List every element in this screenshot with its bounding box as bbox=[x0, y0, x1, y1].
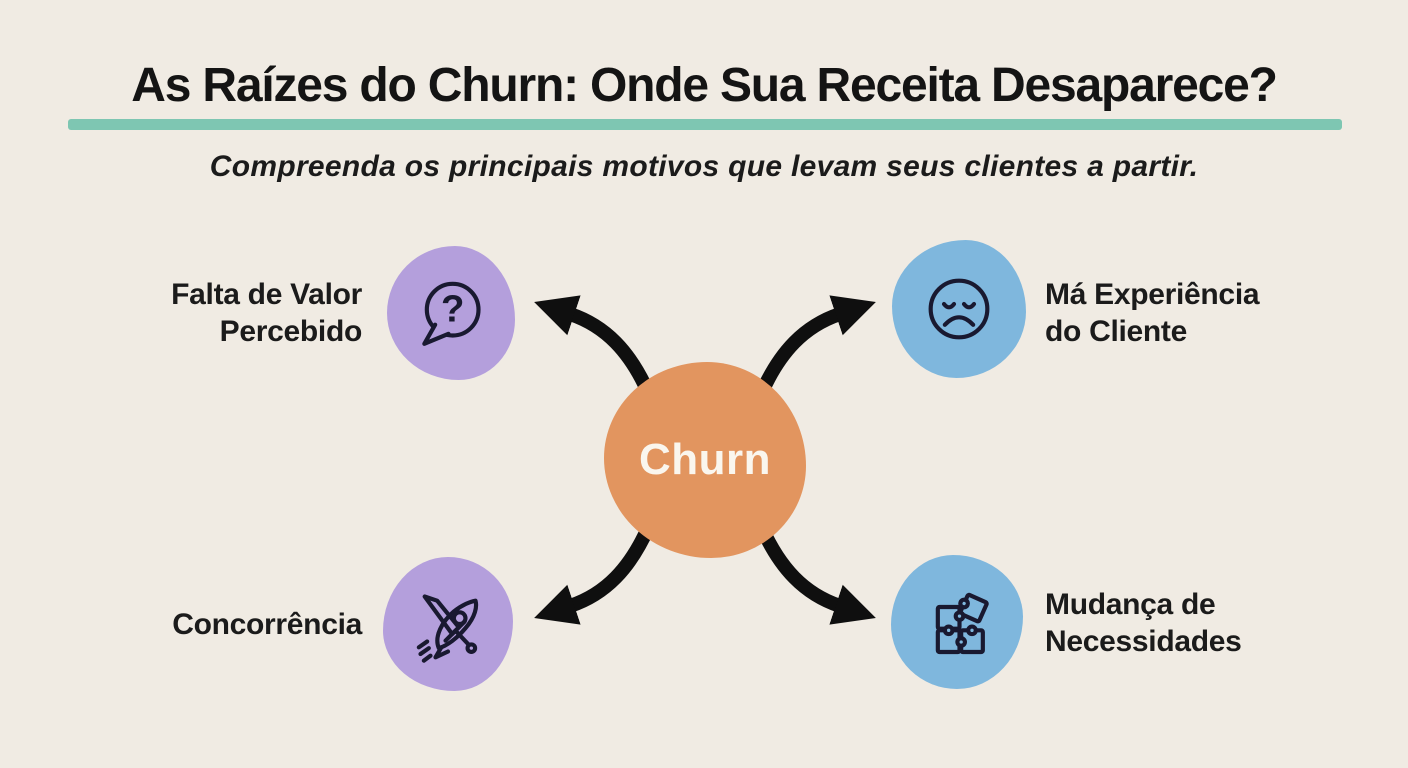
question-bubble-icon: ? bbox=[422, 281, 481, 346]
rocket-sword-icon bbox=[416, 594, 479, 663]
label-concorrencia: Concorrência bbox=[80, 606, 362, 643]
node-ma-experiencia bbox=[892, 240, 1026, 378]
puzzle-icon bbox=[935, 592, 989, 655]
central-node-label: Churn bbox=[638, 435, 772, 484]
arrow-to-falta-de-valor bbox=[534, 295, 655, 395]
label-line: Necessidades bbox=[1045, 625, 1242, 658]
node-mudanca bbox=[891, 555, 1023, 689]
central-node-churn: Churn bbox=[604, 362, 806, 558]
page-title: As Raízes do Churn: Onde Sua Receita Des… bbox=[131, 59, 1278, 112]
label-ma-experiencia: Má Experiência do Cliente bbox=[1045, 276, 1355, 350]
arrow-to-concorrencia bbox=[534, 525, 655, 625]
label-mudanca: Mudança de Necessidades bbox=[1045, 586, 1355, 660]
node-falta-de-valor: ? bbox=[387, 246, 515, 380]
arrow-to-mudanca bbox=[755, 525, 876, 625]
label-falta-de-valor: Falta de Valor Percebido bbox=[100, 276, 362, 350]
sad-face-icon bbox=[928, 278, 990, 340]
label-line: Percebido bbox=[219, 315, 363, 348]
label-line: Falta de Valor bbox=[171, 278, 362, 311]
label-line: Má Experiência bbox=[1045, 278, 1260, 311]
label-line: Mudança de bbox=[1045, 588, 1216, 621]
label-line: Concorrência bbox=[172, 608, 362, 641]
node-concorrencia bbox=[383, 557, 513, 691]
svg-text:?: ? bbox=[441, 287, 464, 330]
page-subtitle: Compreenda os principais motivos que lev… bbox=[209, 150, 1199, 183]
arrow-to-ma-experiencia bbox=[755, 295, 876, 395]
title-underline bbox=[68, 119, 1342, 130]
label-line: do Cliente bbox=[1045, 315, 1188, 348]
